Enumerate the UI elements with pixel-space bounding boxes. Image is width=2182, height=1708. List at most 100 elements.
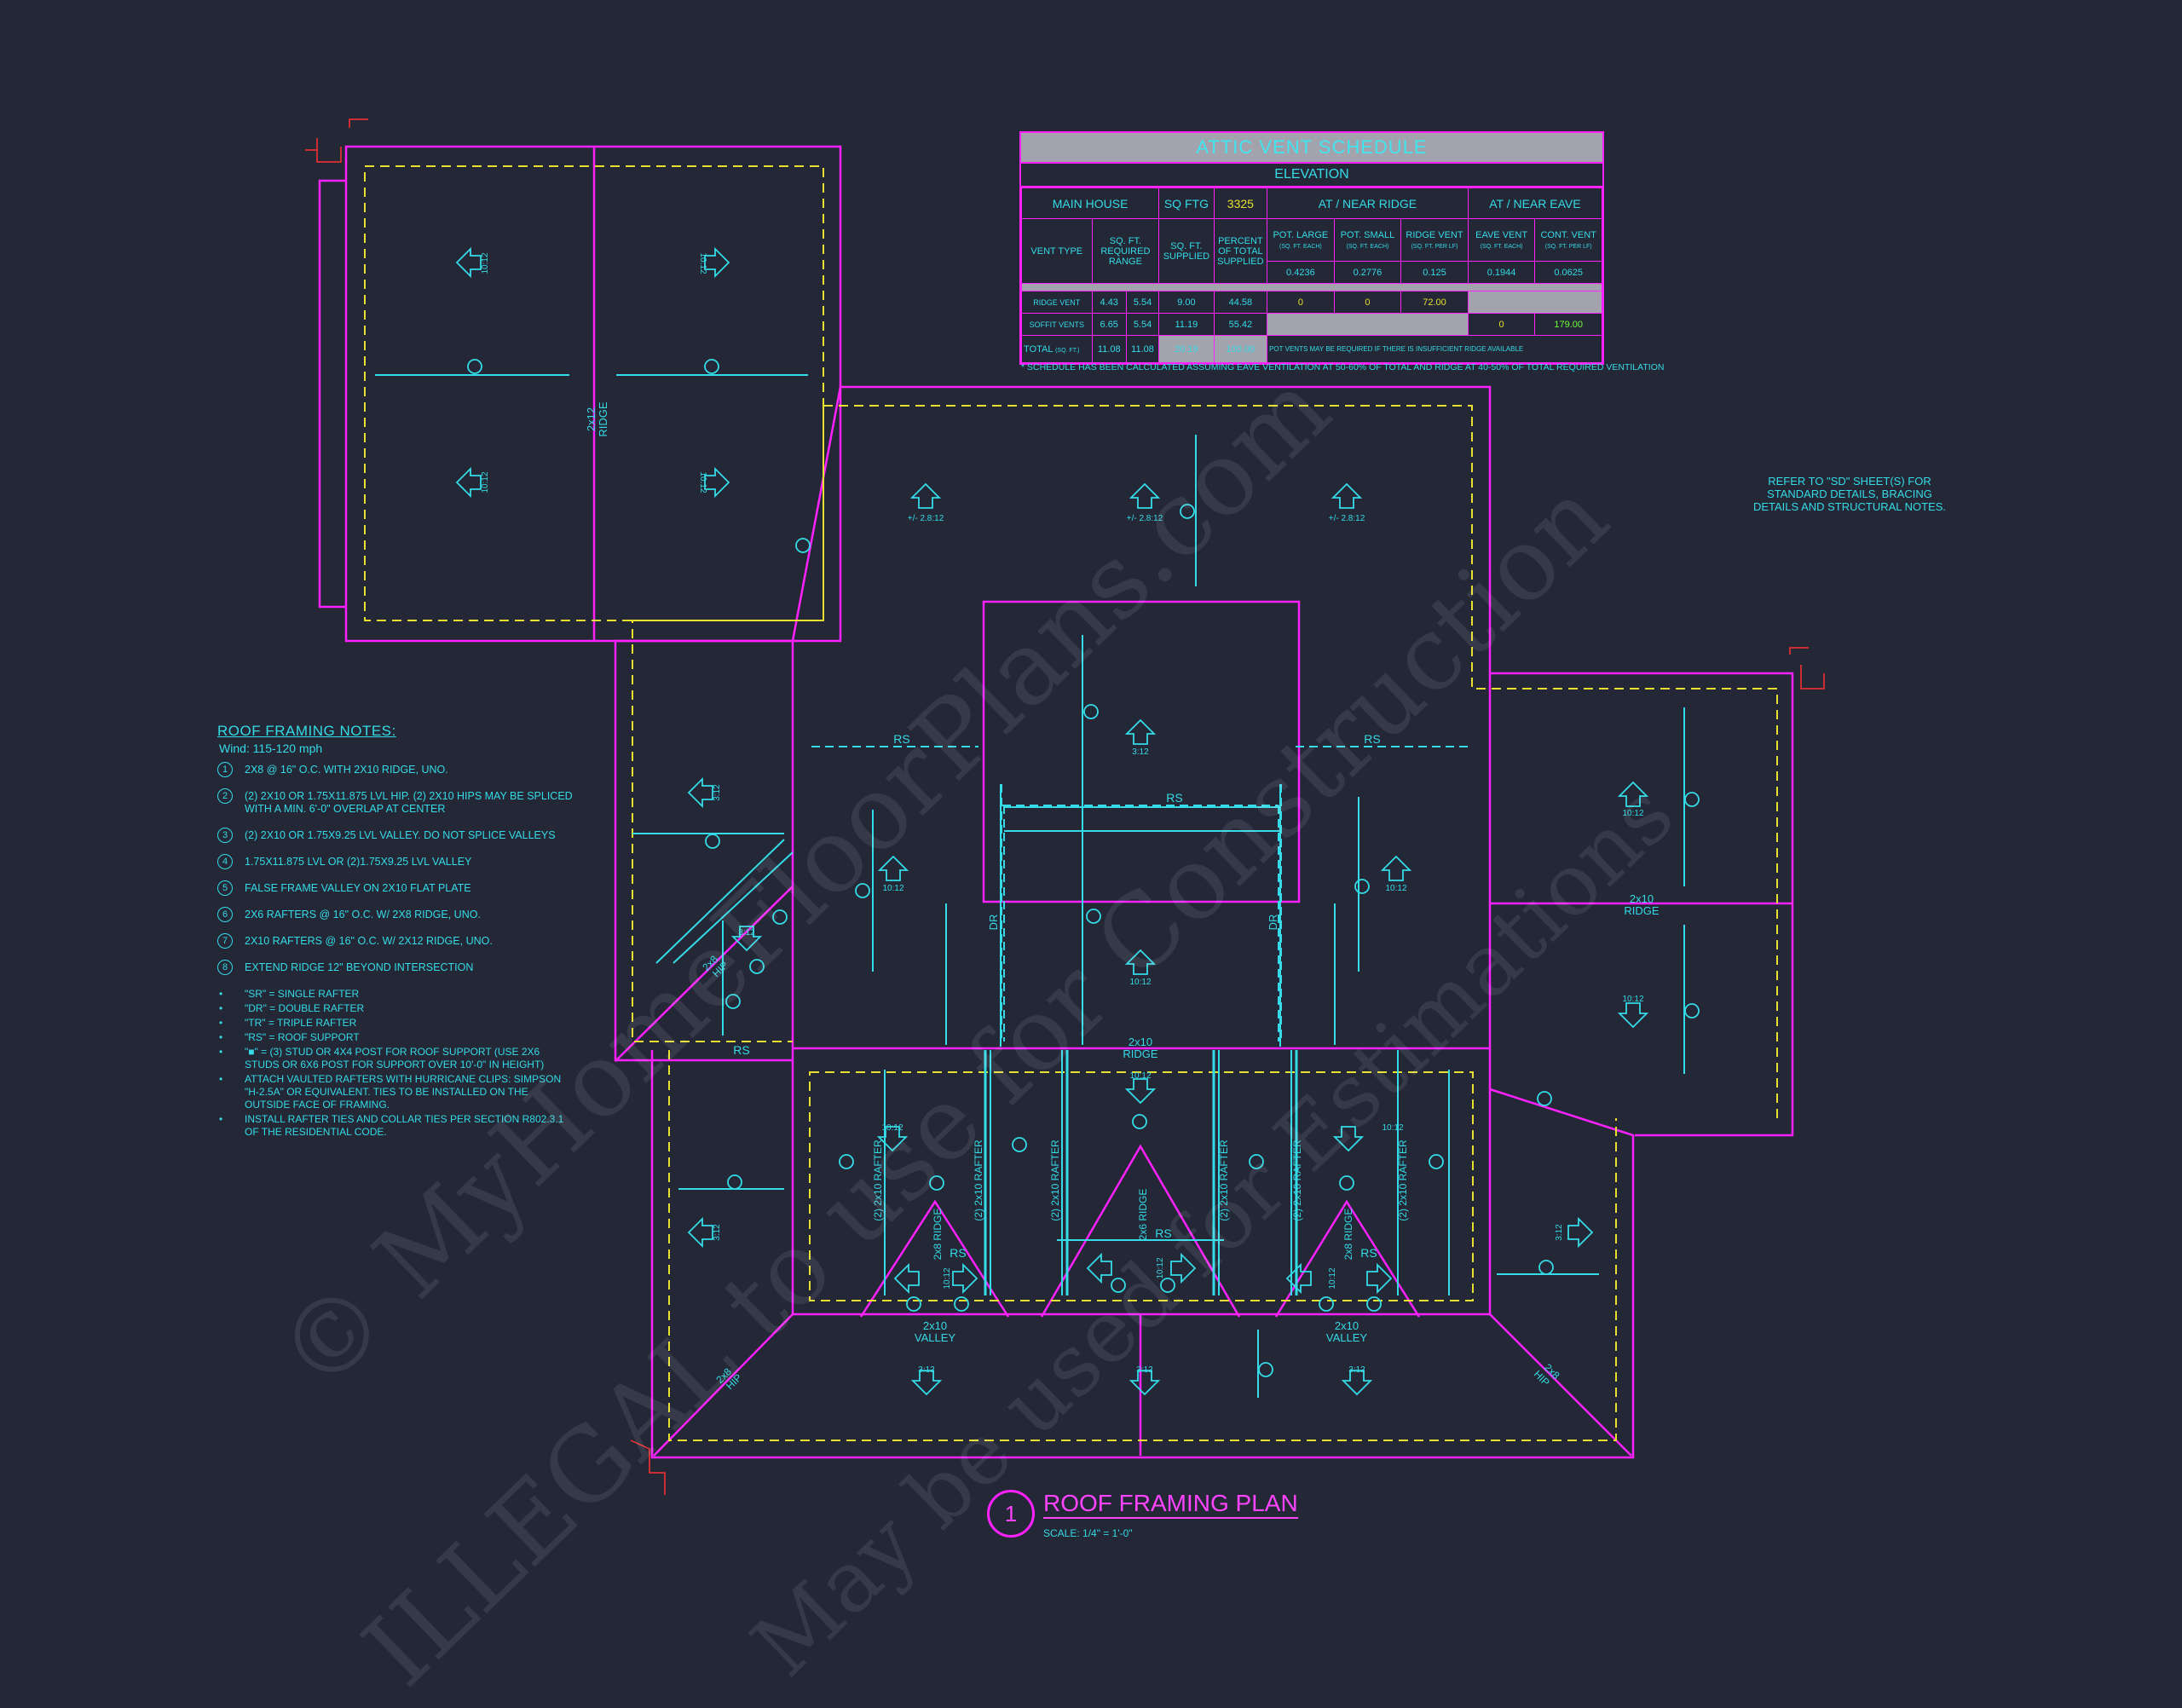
roof-support-lines [811, 746, 1469, 1042]
note-item: 4 1.75x11.875 LVL OR (2)1.75x9.25 LVL VAL… [217, 854, 575, 869]
pitch-c: 10:12 [481, 471, 490, 493]
label-rafter-1: (2) 2x10 RAFTER [872, 1140, 884, 1221]
slope-arrows [455, 246, 1649, 1396]
row-soffit-blank [1267, 313, 1469, 336]
vent-schedule-subtitle: ELEVATION [1021, 164, 1602, 188]
note-number: 7 [217, 933, 233, 949]
rate-cont-vent: 0.0625 [1534, 261, 1602, 284]
col-vent-type: VENT TYPE [1021, 218, 1093, 284]
col-pot-large-label: POT. LARGE [1273, 229, 1329, 240]
pitch-o: 3:12 [918, 1365, 935, 1375]
note-bullet: "■" = (3) STUD OR 4x4 POST FOR ROOF SUPP… [217, 1046, 575, 1071]
label-valley-right-2x10: 2x10 [1335, 1319, 1359, 1332]
note-text: 1.75x11.875 LVL OR (2)1.75x9.25 LVL VALL… [245, 856, 472, 868]
note-number: 3 [217, 828, 233, 843]
group-main-house: MAIN HOUSE [1020, 188, 1160, 219]
label-rs-gable-right: RS [1360, 1246, 1377, 1260]
note-item: 3 (2) 2x10 OR 1.75x9.25 LVL VALLEY. DO NO… [217, 828, 575, 843]
label-valley-left: VALLEY [915, 1331, 956, 1344]
note-number: 6 [217, 907, 233, 922]
vent-schedule-title: ATTIC VENT SCHEDULE [1021, 133, 1602, 164]
pitch-l: 10:12 [1622, 809, 1643, 818]
pitch-d: 10:12 [698, 471, 707, 493]
label-rs-right: RS [1364, 732, 1380, 746]
row-soffit-req-max: 5.54 [1125, 313, 1160, 336]
note-item: 62x6 RAFTERS @ 16" O.C. W/ 2x8 RIDGE, UN… [217, 907, 575, 922]
pitch-x: 10:12 [943, 1267, 952, 1289]
drawing-title-text: ROOF FRAMING PLAN [1043, 1490, 1298, 1519]
pitch-v: 3:12 [1555, 1224, 1564, 1241]
pitch-u: 3:12 [713, 1224, 722, 1241]
note-bullet: "RS" = ROOF SUPPORT [217, 1031, 575, 1044]
row-ridge-percent: 44.58 [1213, 291, 1268, 314]
label-right-ridge: RIDGE [1624, 904, 1660, 917]
dimension-markers [305, 118, 1825, 1495]
col-pot-small-label: POT. SMALL [1340, 229, 1395, 240]
col-eave-vent-label: EAVE VENT [1475, 229, 1528, 240]
col-pot-large-unit: (SQ. FT. EACH) [1279, 243, 1322, 250]
note-text: (2) 2x10 OR 1.75x9.25 LVL VALLEY. DO NOT… [245, 829, 556, 841]
rate-ridge-vent: 0.125 [1400, 261, 1469, 284]
row-soffit-supplied: 11.19 [1158, 313, 1215, 336]
notes-heading: ROOF FRAMING NOTES: [217, 723, 396, 739]
pitch-n: 10:12 [1129, 1071, 1151, 1081]
row-ridge-supplied: 9.00 [1158, 291, 1215, 314]
label-rs-gable: RS [1155, 1226, 1171, 1240]
row-total-supplied: 20.19 [1158, 335, 1215, 363]
pitch-w: 3:12 [738, 928, 755, 938]
row-total-max: 11.08 [1125, 335, 1160, 363]
drawing-sheet: 2x12 RIDGE RS RS RS RS RS RS RS DR DR 2x… [0, 0, 2182, 1636]
label-main-ridge-2x10: 2x10 [1129, 1036, 1152, 1048]
col-pot-large: POT. LARGE (SQ. FT. EACH) [1267, 218, 1335, 262]
note-callouts [467, 359, 1700, 1377]
pitch-m: 10:12 [1622, 995, 1643, 1004]
row-ridge-req-min: 4.43 [1091, 291, 1127, 314]
row-ridge-pot-small: 0 [1333, 291, 1402, 314]
pitch-b: 10:12 [698, 252, 707, 274]
sqftg-value: 3325 [1213, 188, 1268, 219]
note-item: 2(2) 2x10 OR 1.75x11.875 LVL HIP. (2) 2x… [217, 788, 575, 816]
note-item: 1 2x8 @ 16" O.C. WITH 2x10 RIDGE, UNO. [217, 762, 575, 777]
label-ridge-2x6-center: 2x6 RIDGE [1137, 1189, 1149, 1241]
row-soffit-eave: 0 [1467, 313, 1536, 336]
table-row: RIDGE VENT 4.43 5.54 9.00 44.58 0 0 72.0… [1021, 291, 1603, 314]
note-bullet: "TR" = TRIPLE RAFTER [217, 1017, 575, 1030]
label-rs-center: RS [1166, 791, 1182, 805]
label-right-ridge-2x10: 2x10 [1630, 892, 1654, 905]
row-ridge-type: RIDGE VENT [1021, 291, 1093, 314]
col-pot-small: POT. SMALL (SQ. FT. EACH) [1333, 218, 1402, 262]
label-rafter-5: (2) 2x10 RAFTER [1291, 1140, 1303, 1221]
col-eave-vent-unit: (SQ. FT. EACH) [1480, 243, 1523, 250]
note-number: 1 [217, 762, 233, 777]
notes-list: 1 2x8 @ 16" O.C. WITH 2x10 RIDGE, UNO. 2(2… [217, 762, 575, 975]
group-eave: AT / NEAR EAVE [1467, 188, 1603, 219]
note-text: 2x8 @ 16" O.C. WITH 2x10 RIDGE, UNO. [245, 764, 448, 776]
note-number: 4 [217, 854, 233, 869]
col-ridge-vent-label: RIDGE VENT [1406, 229, 1463, 240]
row-ridge-blank [1467, 291, 1603, 314]
note-text: (2) 2x10 OR 1.75x11.875 LVL HIP. (2) 2x1… [245, 790, 573, 815]
pitch-p: 3:12 [1136, 1365, 1153, 1375]
label-rafter-3: (2) 2x10 RAFTER [1049, 1140, 1061, 1221]
row-ridge-pot-large: 0 [1267, 291, 1335, 314]
label-rs-left: RS [893, 732, 909, 746]
group-ridge: AT / NEAR RIDGE [1267, 188, 1469, 219]
rate-eave-vent: 0.1944 [1467, 261, 1536, 284]
row-soffit-type: SOFFIT VENTS [1021, 313, 1093, 336]
col-pot-small-unit: (SQ. FT. EACH) [1346, 243, 1389, 250]
pitch-k: 10:12 [1385, 884, 1406, 893]
label-rafter-2: (2) 2x10 RAFTER [973, 1140, 984, 1221]
label-valley-left-2x10: 2x10 [923, 1319, 947, 1332]
pitch-f: +/- 2.8:12 [1127, 514, 1163, 523]
sqftg-label: SQ FTG [1158, 188, 1215, 219]
note-text: 2x10 RAFTERS @ 16" O.C. W/ 2x12 RIDGE, U… [245, 935, 493, 947]
vent-schedule-footnote: * SCHEDULE HAS BEEN CALCULATED ASSUMING … [1021, 362, 1665, 372]
pitch-r: 10:12 [881, 1123, 903, 1133]
pitch-q: 3:12 [1348, 1365, 1365, 1375]
label-rafter-6: (2) 2x10 RAFTER [1397, 1140, 1409, 1221]
label-ridge-upper: RIDGE [597, 401, 609, 437]
schedule-separator [1021, 283, 1602, 291]
col-cont-vent-label: CONT. VENT [1540, 229, 1596, 240]
